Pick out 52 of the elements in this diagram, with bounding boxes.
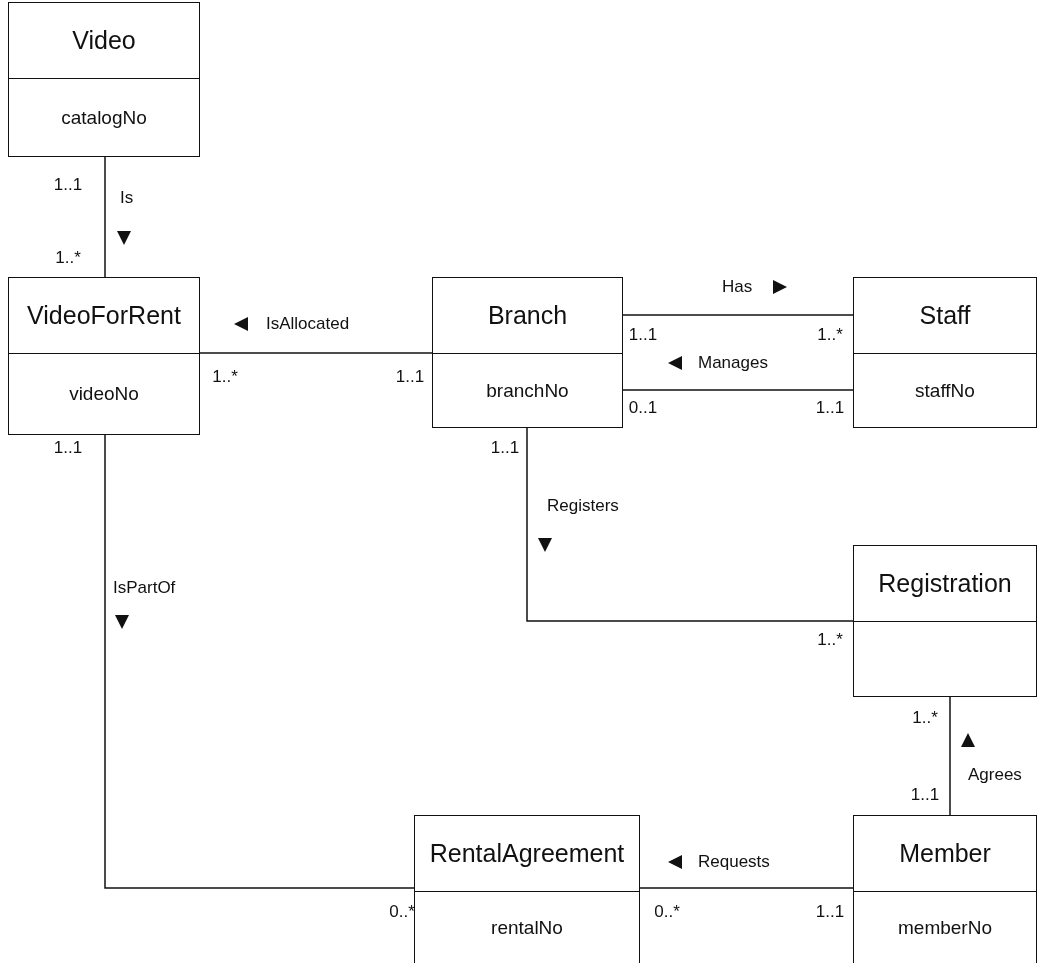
edge-label: Registers <box>547 496 619 516</box>
multiplicity-label: 1..1 <box>490 438 520 458</box>
multiplicity-label: 1..1 <box>910 785 940 805</box>
association-line <box>949 696 951 816</box>
multiplicity-label: 1..1 <box>815 398 845 418</box>
attribute-name: catalogNo <box>61 106 147 129</box>
attribute-name: staffNo <box>915 379 975 402</box>
multiplicity-label: 1..1 <box>815 902 845 922</box>
class-name: Branch <box>487 301 568 330</box>
attribute-name: memberNo <box>898 917 992 939</box>
multiplicity-label: 1..* <box>817 630 843 650</box>
edge-label: Agrees <box>968 765 1022 785</box>
multiplicity-label: 0..* <box>654 902 680 922</box>
edge-label: Is <box>120 188 134 208</box>
class-name: RentalAgreement <box>429 839 625 868</box>
class-name: Member <box>899 839 991 868</box>
multiplicity-label: 0..1 <box>628 398 658 418</box>
multiplicity-label: 1..* <box>55 248 81 268</box>
attribute-name: videoNo <box>69 383 139 405</box>
edge-label: IsAllocated <box>266 314 350 334</box>
edge-label: IsPartOf <box>113 578 176 598</box>
edge-label: Manages <box>698 353 768 373</box>
class-box <box>414 815 640 963</box>
class-box <box>432 277 623 428</box>
edge-label: Has <box>722 277 753 297</box>
class-box <box>853 815 1037 963</box>
multiplicity-label: 1..* <box>212 367 238 387</box>
attribute-name: branchNo <box>486 379 569 402</box>
attribute-name: rentalNo <box>491 917 563 939</box>
multiplicity-label: 1..* <box>912 708 938 728</box>
multiplicity-label: 1..* <box>817 325 843 345</box>
class-name: Staff <box>919 301 971 330</box>
class-box <box>8 2 200 157</box>
association-line <box>622 314 854 316</box>
class-name: VideoForRent <box>27 301 181 330</box>
class-box <box>853 277 1037 428</box>
edge-label: Requests <box>698 852 770 872</box>
class-box <box>853 545 1037 697</box>
class-name: Registration <box>878 569 1012 598</box>
association-line <box>104 434 415 889</box>
association-line <box>639 887 854 889</box>
multiplicity-label: 1..1 <box>395 367 425 387</box>
multiplicity-label: 1..1 <box>53 175 83 195</box>
class-box <box>8 277 200 435</box>
association-line <box>104 156 106 278</box>
class-name: Video <box>72 26 136 55</box>
multiplicity-label: 0..* <box>389 902 415 922</box>
multiplicity-label: 1..1 <box>628 325 658 345</box>
association-line <box>622 389 854 391</box>
multiplicity-label: 1..1 <box>53 438 83 458</box>
association-line <box>199 352 433 354</box>
association-line <box>526 427 854 622</box>
